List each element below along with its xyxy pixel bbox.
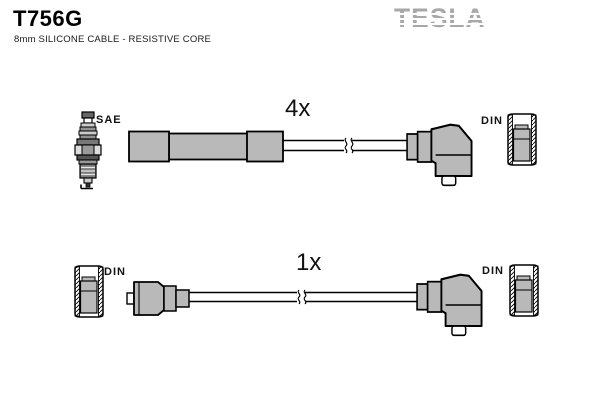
logo-stripe (392, 23, 498, 25)
bottom-left-din-terminal-label: DIN (104, 266, 126, 278)
logo-stripe (392, 13, 498, 15)
wire-break-mark (350, 137, 354, 154)
logo-stripe (392, 18, 498, 20)
din-terminal-section-drawing (74, 265, 104, 318)
bottom-cable-wire (189, 289, 417, 305)
top-cable-wire (282, 137, 408, 154)
wire-break-mark (303, 289, 307, 305)
wire-break-mark (344, 137, 348, 154)
boot-nipple (441, 175, 457, 187)
tesla-logo: TESLA (392, 5, 498, 32)
din-terminal-section-drawing (507, 113, 537, 166)
boot-nipple (451, 325, 467, 337)
sae-terminal-label: SAE (96, 114, 122, 126)
elbow-boot-drawing (416, 273, 483, 337)
straight-boot-drawing (128, 130, 284, 163)
top-din-terminal-label: DIN (481, 115, 503, 127)
spark-plug-drawing (74, 111, 102, 190)
bottom-right-din-terminal-label: DIN (482, 265, 504, 277)
stepped-boot-drawing (126, 281, 190, 316)
top-cable-quantity-label: 4x (285, 95, 311, 122)
bottom-cable-quantity-label: 1x (296, 249, 322, 276)
elbow-boot-drawing (406, 123, 473, 187)
wire-break-mark (297, 289, 301, 305)
din-terminal-section-drawing (509, 264, 539, 317)
product-subtitle: 8mm SILICONE CABLE - RESISTIVE CORE (14, 34, 212, 45)
part-number: T756G (13, 6, 83, 31)
boot-terminal-tab (126, 292, 135, 305)
